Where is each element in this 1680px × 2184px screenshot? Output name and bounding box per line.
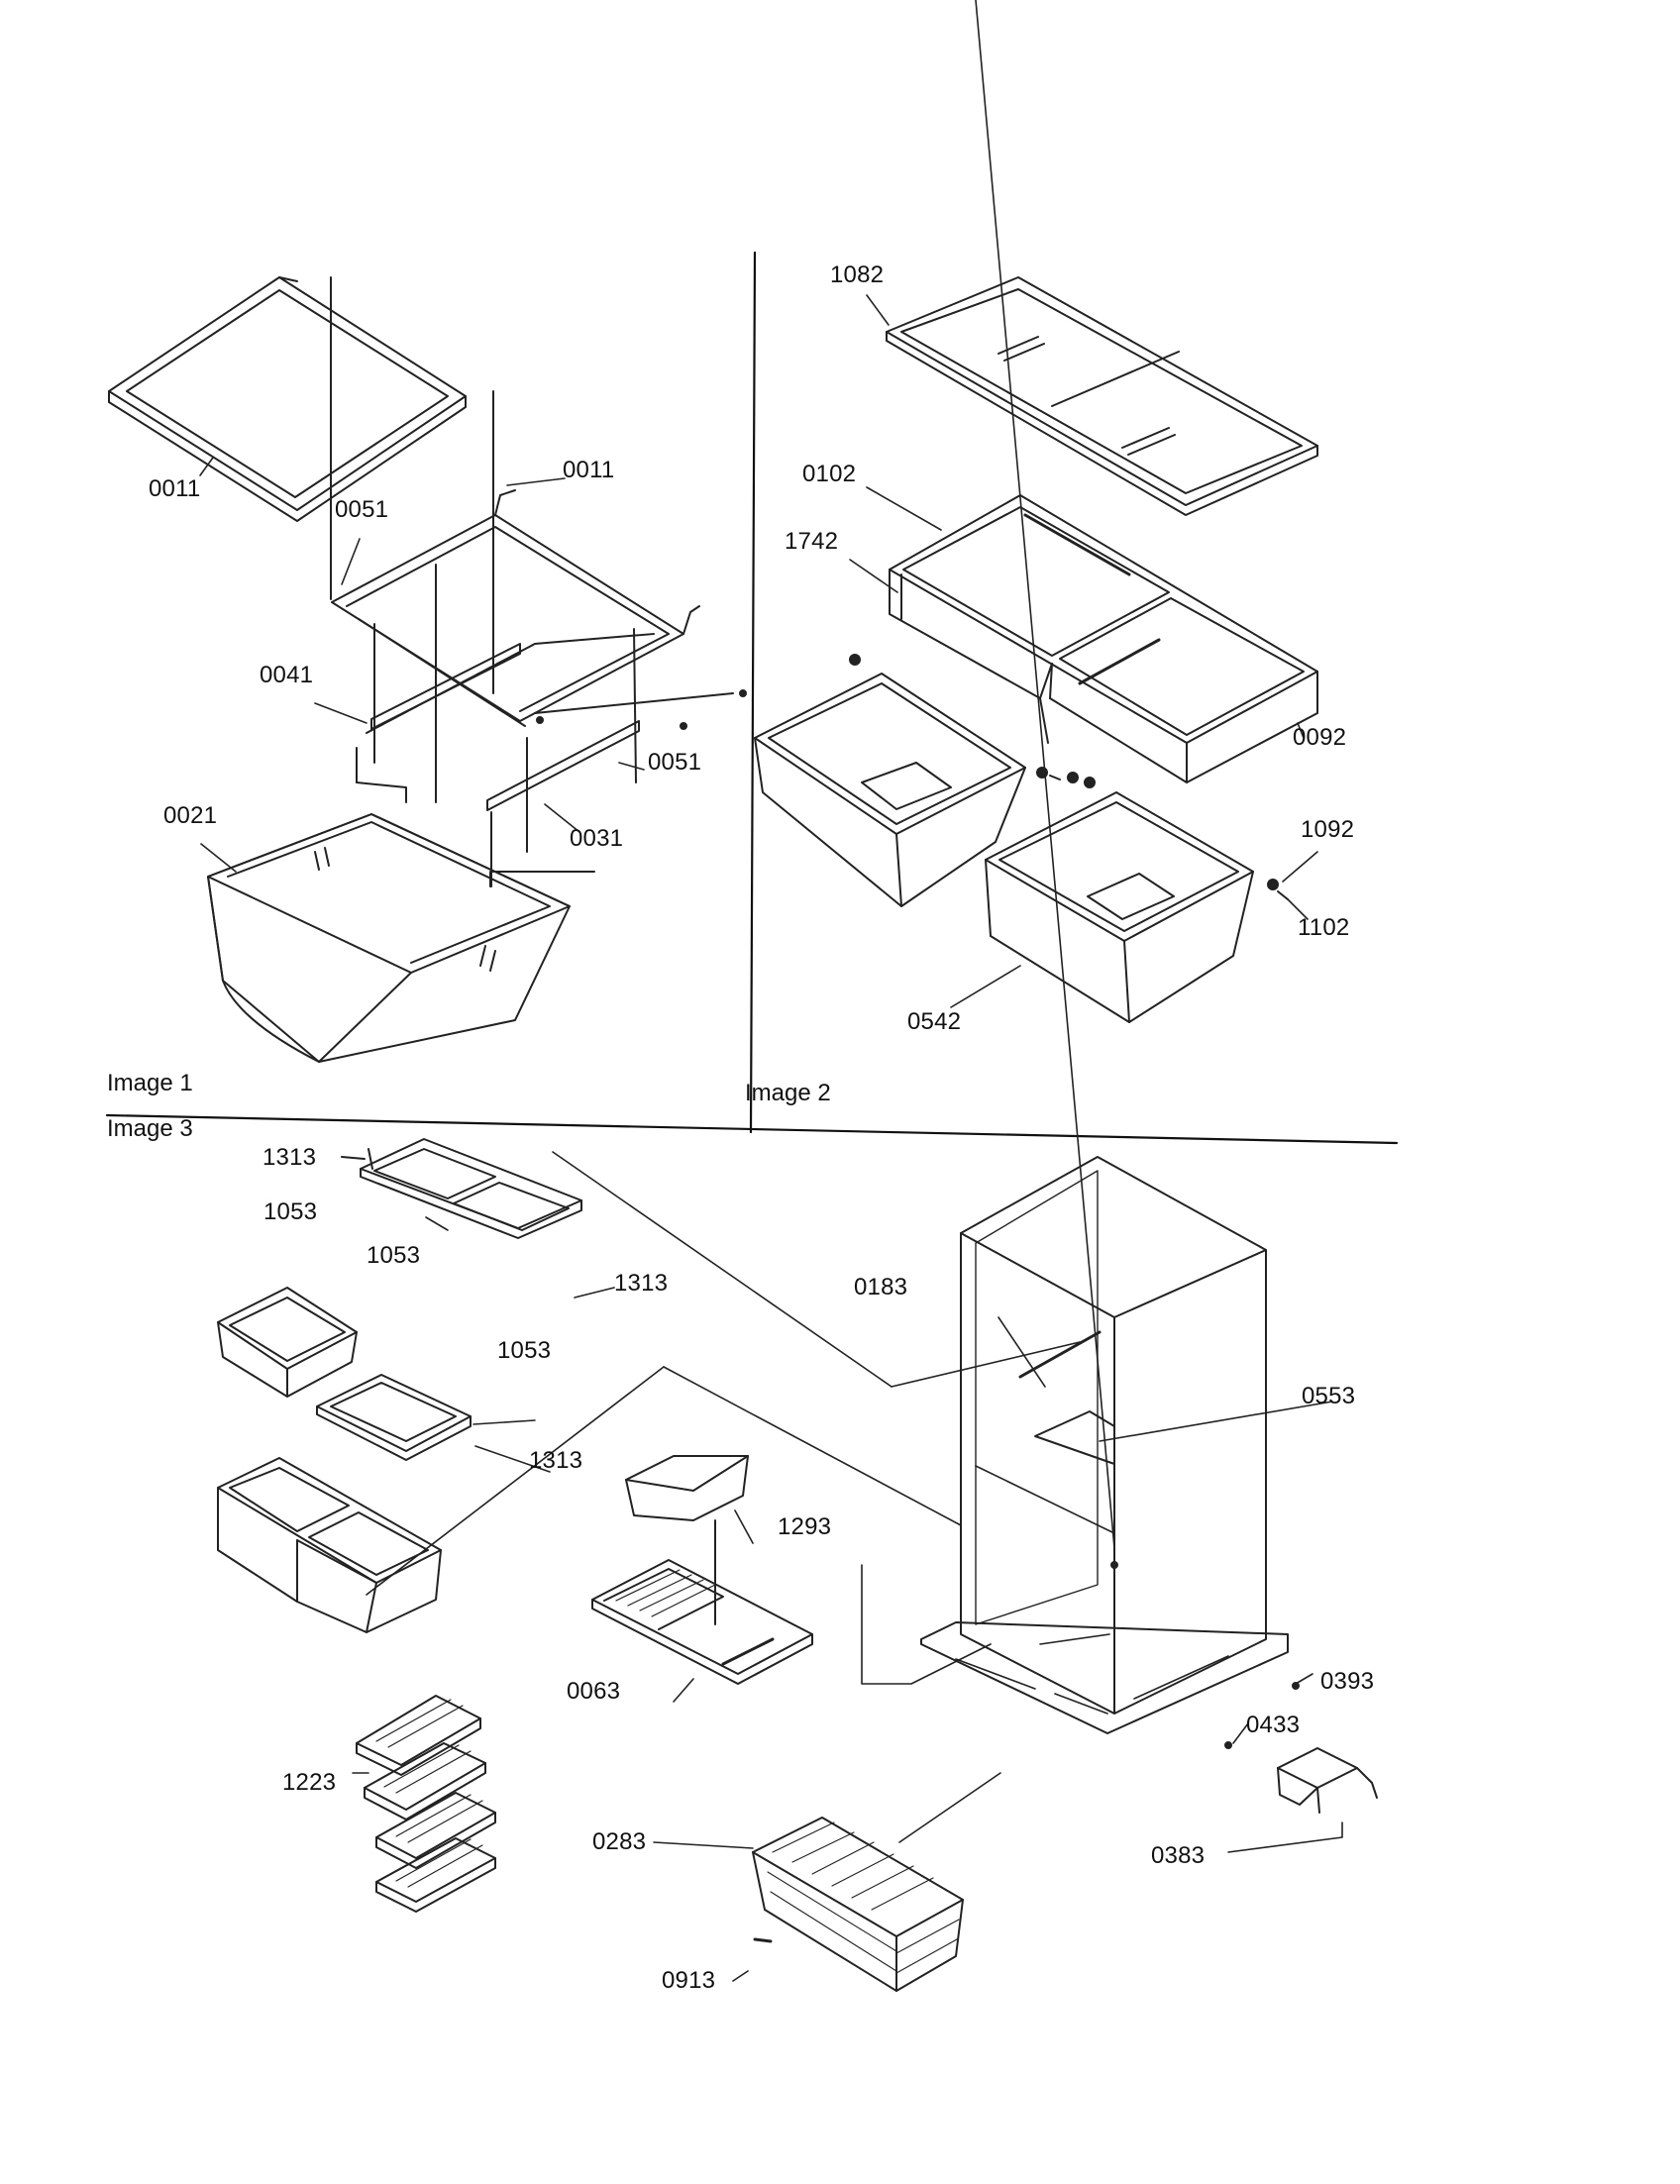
image3-wire-shelf-bin-drawing (592, 1456, 812, 1684)
part-label-0011-frame: 0011 (563, 457, 615, 483)
image3-small-shelves-drawing (218, 1288, 471, 1460)
image3-leader-lines (353, 1152, 1342, 1981)
part-label-0011-shelf: 0011 (149, 475, 201, 502)
part-label-1223: 1223 (282, 1769, 337, 1796)
image2-left-drawer-drawing (755, 655, 1060, 906)
image2-crisper-cover-drawing (890, 495, 1317, 782)
part-label-0383: 0383 (1151, 1842, 1206, 1869)
image1-rails-drawing (357, 644, 746, 886)
image3-caption: Image 3 (107, 1115, 193, 1142)
part-label-1313-b: 1313 (614, 1270, 669, 1297)
image3-shelves-top-drawing (342, 1139, 581, 1238)
part-label-1082: 1082 (830, 261, 885, 288)
part-label-0051-top: 0051 (335, 496, 389, 523)
part-label-0102: 0102 (802, 461, 857, 487)
part-label-1742: 1742 (785, 528, 839, 555)
part-label-0433: 0433 (1246, 1712, 1301, 1738)
part-label-1053-c: 1053 (497, 1337, 552, 1364)
part-label-0063: 0063 (567, 1678, 621, 1705)
part-label-0031: 0031 (570, 825, 624, 852)
part-label-0021: 0021 (163, 802, 218, 829)
image2-leader-lines (850, 295, 1317, 1007)
image3-ice-maker-drawing (1225, 1683, 1377, 1813)
section-dividers (107, 253, 1397, 1143)
image2-right-drawer-drawing (986, 773, 1288, 1022)
image1-crisper-drawer-drawing (208, 814, 570, 1062)
part-label-0092: 0092 (1293, 724, 1347, 751)
part-label-1092: 1092 (1301, 816, 1355, 843)
part-label-0913: 0913 (662, 1967, 716, 1994)
image3-crisper-assembly-drawing (218, 1458, 441, 1632)
part-label-0283: 0283 (592, 1828, 647, 1855)
part-label-1313-a: 1313 (262, 1144, 317, 1171)
part-label-1102: 1102 (1298, 914, 1350, 941)
part-label-0553: 0553 (1302, 1383, 1356, 1409)
image2-caption: Image 2 (745, 1080, 831, 1106)
image1-leader-lines (200, 458, 644, 872)
image3-basket-drawing (753, 1818, 963, 1991)
image1-glass-shelf-drawing (109, 277, 493, 693)
image1-caption: Image 1 (107, 1070, 193, 1096)
part-label-1313-c: 1313 (529, 1447, 583, 1474)
part-label-0542: 0542 (907, 1008, 962, 1035)
part-label-1053-a: 1053 (263, 1198, 318, 1225)
image3-cabinet-drawing (921, 0, 1288, 1733)
part-label-1293: 1293 (778, 1513, 832, 1540)
part-label-0051-bottom: 0051 (648, 749, 702, 776)
part-label-0183: 0183 (854, 1274, 908, 1300)
part-label-1053-b: 1053 (367, 1242, 421, 1269)
part-label-0393: 0393 (1320, 1668, 1375, 1695)
part-label-0041: 0041 (260, 662, 314, 688)
image2-glass-shelf-drawing (887, 277, 1317, 515)
image3-ice-trays-drawing (357, 1696, 495, 1912)
